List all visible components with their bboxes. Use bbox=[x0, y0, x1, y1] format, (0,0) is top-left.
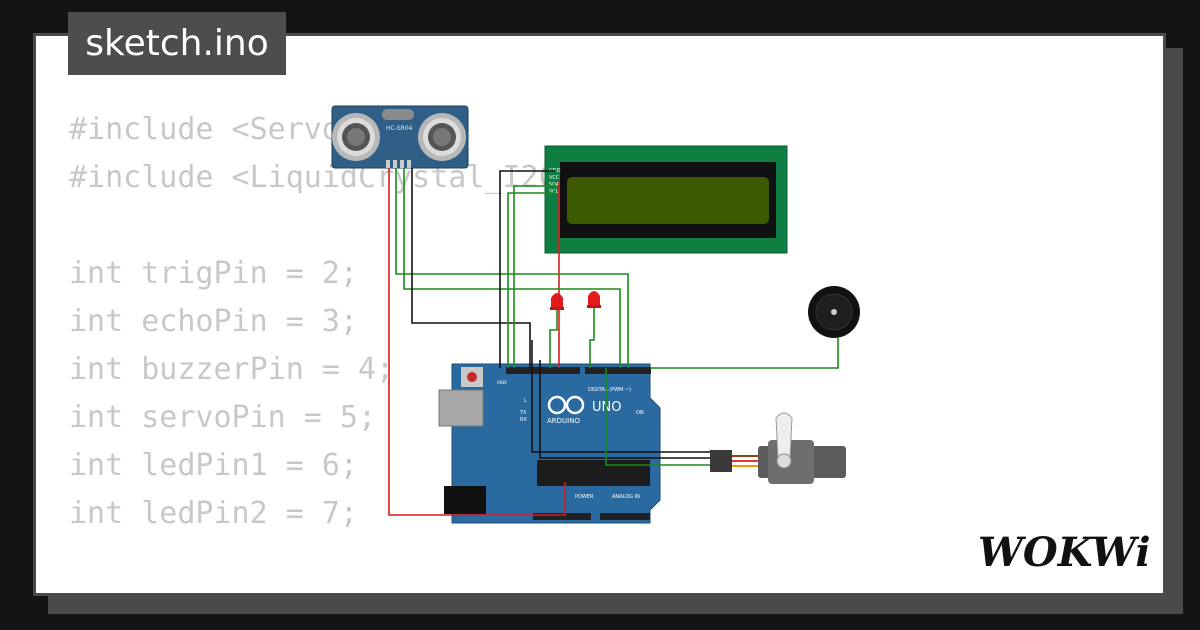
file-tab-label: sketch.ino bbox=[85, 23, 269, 64]
code-line: int ledPin2 = 7; bbox=[69, 496, 358, 531]
digital-header-label: DIGITAL (PWM ~) bbox=[588, 387, 631, 393]
tx-label: TX bbox=[519, 410, 527, 416]
ultrasonic-sensor[interactable]: HC-SR04 bbox=[331, 105, 469, 169]
atmega-chip bbox=[537, 460, 650, 486]
l-led-label: L bbox=[524, 398, 527, 404]
lcd-pin-vcc: VCC bbox=[549, 175, 560, 181]
code-line: int echoPin = 3; bbox=[69, 304, 358, 339]
digital-header-high bbox=[506, 367, 580, 374]
digital-header-low bbox=[585, 367, 651, 374]
buzzer[interactable] bbox=[808, 286, 860, 338]
led-2[interactable] bbox=[587, 291, 601, 308]
lcd-pin-scl: SCL bbox=[549, 189, 559, 195]
ultrasonic-transducer-right bbox=[418, 113, 466, 161]
wokwi-logo-text: WOKWi bbox=[978, 529, 1151, 576]
code-line: int buzzerPin = 4; bbox=[69, 352, 395, 387]
aref-label: AREF bbox=[497, 380, 508, 385]
rx-label: RX bbox=[520, 417, 527, 423]
servo-connector bbox=[710, 450, 732, 472]
code-line: Servo myServo; bbox=[69, 586, 611, 593]
led-1[interactable] bbox=[550, 293, 564, 310]
file-tab[interactable]: sketch.ino bbox=[68, 12, 286, 75]
servo-motor[interactable] bbox=[710, 412, 846, 484]
ultrasonic-transducer-left bbox=[332, 113, 380, 161]
power-header bbox=[533, 513, 591, 520]
arduino-logo bbox=[547, 395, 585, 415]
power-jack bbox=[444, 486, 486, 514]
lcd-display[interactable]: GND VCC SDA SCL bbox=[544, 145, 788, 254]
wires bbox=[388, 168, 839, 516]
code-line: int servoPin = 5; bbox=[69, 400, 377, 435]
lcd-pin-sda: SDA bbox=[549, 182, 560, 188]
on-led-label: ON bbox=[636, 410, 644, 416]
code-line: int trigPin = 2; bbox=[69, 256, 358, 291]
arduino-board[interactable]: UNO ARDUINO DIGITAL (PWM ~) POWER ANALOG… bbox=[438, 363, 661, 524]
board-brand-label: ARDUINO bbox=[547, 417, 580, 425]
power-header-label: POWER bbox=[575, 494, 594, 500]
usb-port bbox=[438, 389, 484, 427]
wokwi-logo: WOKWi bbox=[978, 529, 1151, 576]
code-line: int ledPin1 = 6; bbox=[69, 448, 358, 483]
analog-header-label: ANALOG IN bbox=[612, 494, 640, 500]
analog-header bbox=[600, 513, 650, 520]
ultrasonic-model-label: HC-SR04 bbox=[386, 125, 413, 132]
